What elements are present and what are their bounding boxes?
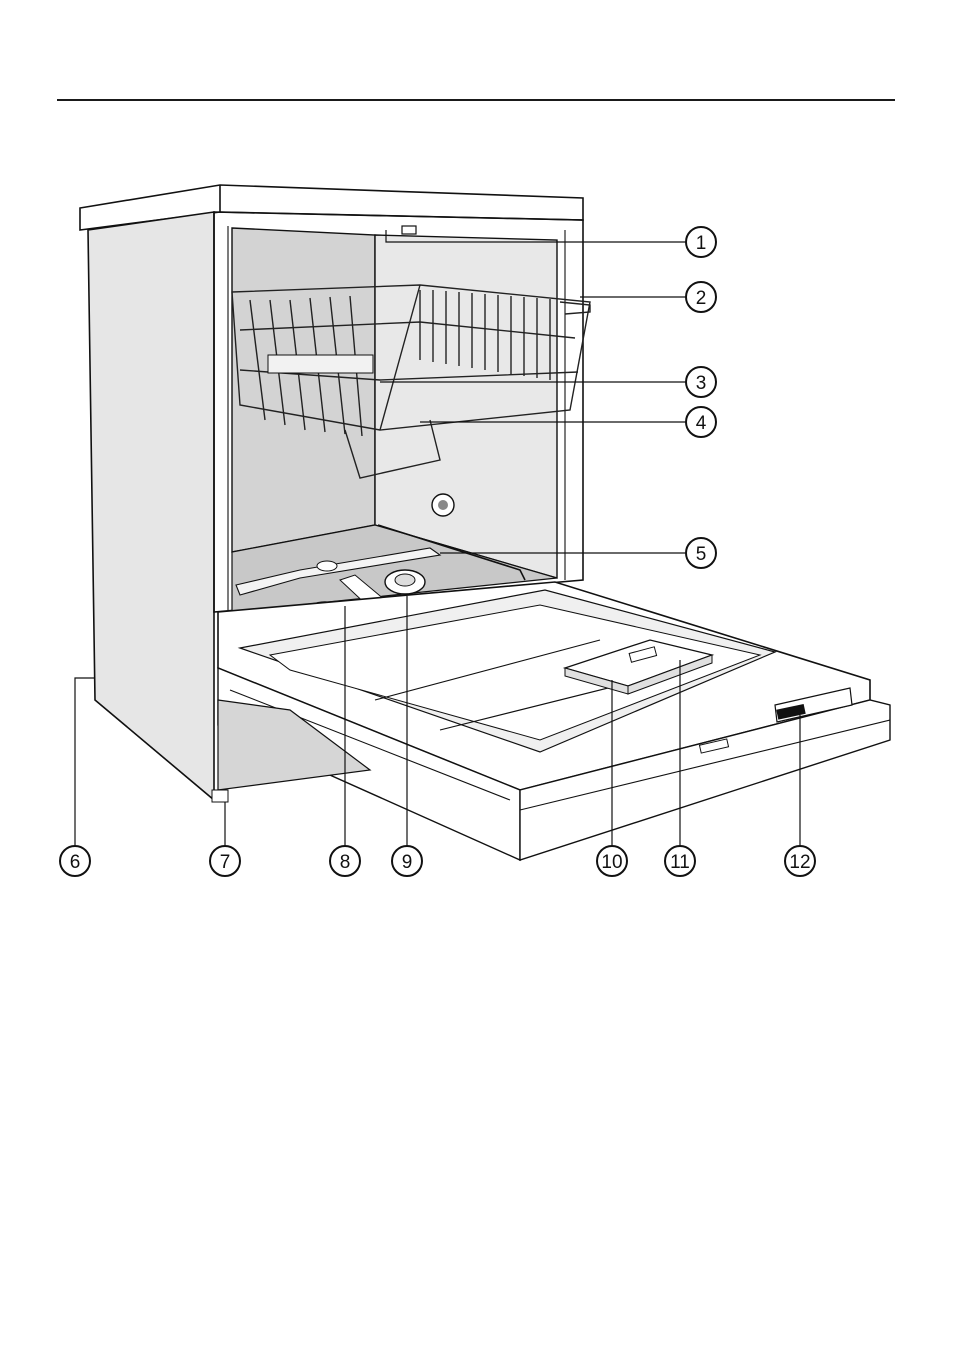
callout-1-label: 1 <box>696 233 707 254</box>
callout-3: 3 <box>686 367 716 397</box>
callout-3-label: 3 <box>696 373 707 394</box>
open-door <box>218 582 890 860</box>
callout-4: 4 <box>686 407 716 437</box>
top-spray-nozzle <box>402 226 416 234</box>
callout-1: 1 <box>686 227 716 257</box>
callout-2: 2 <box>686 282 716 312</box>
callout-12-label: 12 <box>789 852 810 873</box>
callout-8: 8 <box>330 846 360 876</box>
callout-9-label: 9 <box>402 852 413 873</box>
rear-wall-inlet <box>432 494 454 516</box>
callout-8-label: 8 <box>340 852 351 873</box>
callout-2-label: 2 <box>696 288 707 309</box>
callout-7: 7 <box>210 846 240 876</box>
callout-11: 11 <box>665 846 695 876</box>
foot <box>212 790 228 802</box>
callout-4-label: 4 <box>696 413 707 434</box>
callout-12: 12 <box>785 846 815 876</box>
callout-11-label: 11 <box>670 852 690 873</box>
callout-6-label: 6 <box>70 852 81 873</box>
side-panel <box>88 212 214 800</box>
callout-10-label: 10 <box>601 852 622 873</box>
callout-7-label: 7 <box>220 852 231 873</box>
callout-5: 5 <box>686 538 716 568</box>
callout-5-label: 5 <box>696 544 707 565</box>
callout-9: 9 <box>392 846 422 876</box>
callout-10: 10 <box>597 846 627 876</box>
callout-6: 6 <box>60 846 90 876</box>
